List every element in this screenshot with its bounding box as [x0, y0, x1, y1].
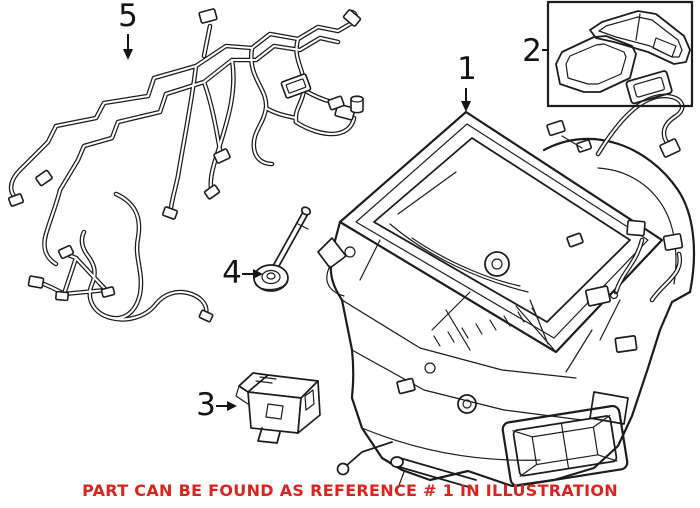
- callout-arrows: [123, 34, 549, 411]
- fastener-pin-drawing: [253, 206, 312, 292]
- vent-hatch-lines: [433, 307, 539, 347]
- floor-duct-opening: [501, 404, 629, 487]
- callout-label-1: 1: [457, 51, 477, 87]
- callout-label-2: 2: [522, 33, 542, 69]
- callout-label-4: 4: [222, 255, 242, 291]
- reference-note: PART CAN BE FOUND AS REFERENCE # 1 IN IL…: [82, 481, 618, 500]
- module-part-drawing: [235, 372, 321, 444]
- callout-label-5: 5: [118, 0, 138, 34]
- seal-kit-inset: [546, 0, 694, 108]
- harness-connector-icon: [7, 8, 364, 323]
- inset-box-border: [546, 0, 694, 108]
- callout-label-3: 3: [196, 387, 216, 423]
- main-assembly-drawing: [317, 93, 696, 489]
- wiring-harness-drawing: [7, 8, 364, 323]
